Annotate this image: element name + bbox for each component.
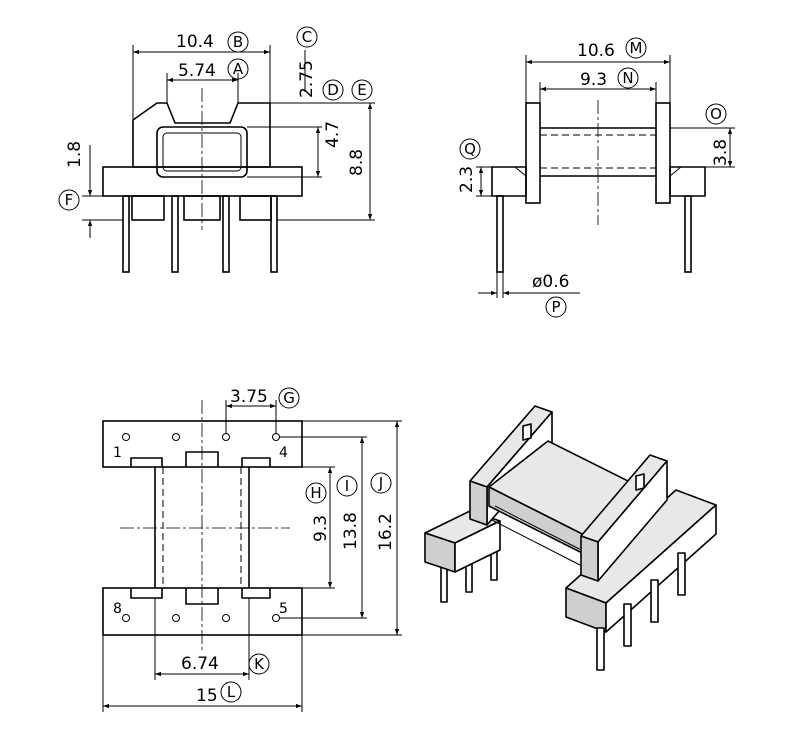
callout-j-circle [370,472,392,494]
callout-c: C [302,28,312,46]
dim-d-value: 4.7 [323,121,343,148]
dim-j-value: 16.2 [376,513,396,551]
callout-o-circle [705,103,727,125]
callout-d-circle [322,79,344,101]
callout-h-circle [305,482,327,504]
callout-a: A [233,60,244,78]
side-base-right [669,166,706,197]
callout-f: F [65,191,74,209]
callout-h: H [310,484,321,502]
callout-n-circle [617,67,639,89]
dim-a-value: 5.74 [178,61,216,81]
callout-q: Q [464,140,476,158]
callout-o: O [710,105,722,123]
front-pins [122,195,278,273]
side-flange-left [525,102,541,204]
pin-label-1: 1 [113,445,122,461]
callout-l: L [227,683,236,701]
dim-e-value: 8.8 [347,149,367,176]
callout-n: N [622,69,633,87]
front-view: 10.4 B 5.74 A 2.75 C 4.7 D 8.8 E [58,26,375,273]
side-pin-left [496,195,504,273]
callout-k-circle [248,653,270,675]
pin-label-5: 5 [279,601,288,617]
bottom-view: 1 4 8 5 3.75 G 9.3 H 13.8 I 16.2 J [102,387,402,712]
callout-e: E [357,81,366,99]
callout-l-circle [220,681,242,703]
callout-g: G [283,389,295,407]
dim-g-value: 3.75 [230,387,268,407]
callout-e-circle [351,79,373,101]
callout-f-circle [58,189,80,211]
bottom-pin-holes [122,433,280,622]
side-pin-right [684,195,692,273]
dim-n-value: 9.3 [580,70,607,90]
callout-q-circle [459,138,481,160]
callout-p: P [551,298,560,316]
dim-i-value: 13.8 [341,512,361,550]
callout-j: J [378,474,383,492]
dim-o-value: 3.8 [711,139,731,166]
callout-a-circle [227,58,249,80]
callout-b: B [233,33,243,51]
callout-m: M [630,39,643,57]
side-view: 10.6 M 9.3 N 3.8 O 2.3 Q ø0.6 P [457,37,735,318]
callout-d: D [327,81,339,99]
iso-pins-front [596,552,686,671]
dim-c-value: 2.75 [297,60,317,98]
dim-f-value: 1.8 [65,141,85,168]
callout-i-circle [336,475,358,497]
pin-label-8: 8 [113,601,122,617]
callout-c-circle [296,26,318,48]
dim-k-value: 6.74 [181,654,219,674]
bottom-flange-top [102,420,303,468]
iso-flange-post-right [580,454,668,582]
isometric-view [424,405,717,671]
front-standoffs [131,195,272,221]
front-bobbin-body [132,102,271,168]
callout-b-circle [227,31,249,53]
callout-p-circle [545,296,567,318]
dim-l-value: 15 [196,686,218,706]
callout-i: I [345,477,349,495]
side-base-left [491,166,527,197]
dim-h-value: 9.3 [311,515,331,542]
pin-label-4: 4 [279,445,288,461]
dim-q-value: 2.3 [457,166,477,193]
dim-p-value: ø0.6 [532,272,569,292]
side-flange-right [655,102,671,204]
bottom-flange-bottom [102,587,303,636]
dim-b-value: 10.4 [176,32,214,52]
callout-g-circle [278,387,300,409]
dim-m-value: 10.6 [577,41,615,61]
callout-k: K [254,655,265,673]
callout-m-circle [625,37,647,59]
